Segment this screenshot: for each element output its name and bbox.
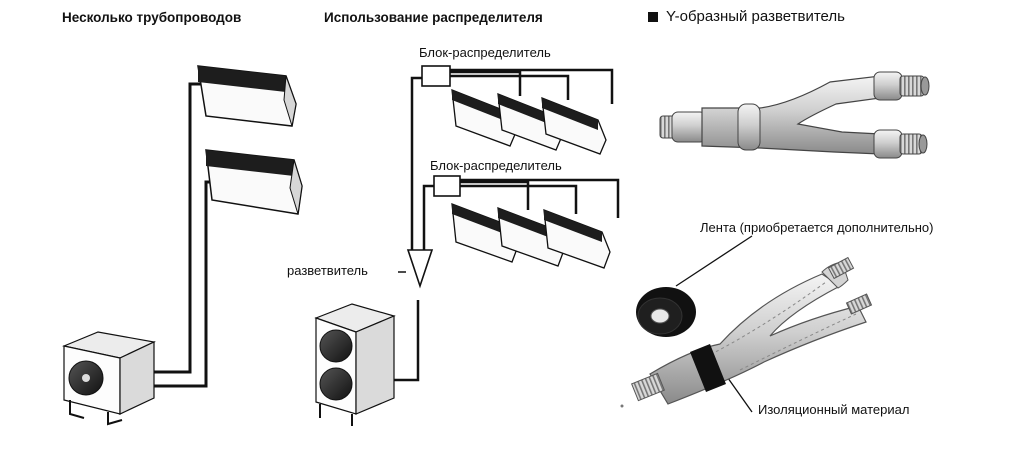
splitter-icon <box>406 249 434 289</box>
indoor-unit-group <box>451 203 611 269</box>
insulation-label: Изоляционный материал <box>758 402 910 417</box>
outdoor-unit <box>314 303 396 426</box>
distributor-box <box>421 65 451 87</box>
multi-pipe-diagram <box>61 65 303 426</box>
tape-label: Лента (приобретается дополнительно) <box>700 220 934 235</box>
indoor-unit <box>205 149 303 215</box>
outdoor-unit <box>61 331 156 426</box>
distributor-title: Использование распределителя <box>324 10 543 25</box>
splitter-label: разветвитель <box>287 263 368 278</box>
tape-roll-icon <box>636 287 696 337</box>
y-branch-title-row: Y-образный разветвитель <box>648 9 845 24</box>
indoor-unit-group <box>451 89 607 155</box>
distributor-diagram <box>314 65 620 426</box>
distributor-box-label-top: Блок-распределитель <box>419 45 551 60</box>
y-branch-title: Y-образный разветвитель <box>666 8 845 25</box>
distributor-box-label-bottom: Блок-распределитель <box>430 158 562 173</box>
distributor-box <box>433 175 461 197</box>
y-branch-pipe-diagram <box>659 71 930 159</box>
multi-pipe-title: Несколько трубопроводов <box>62 10 242 25</box>
bullet-square-icon <box>648 11 658 22</box>
indoor-unit <box>197 65 297 127</box>
insulated-y-branch-diagram <box>620 235 873 413</box>
